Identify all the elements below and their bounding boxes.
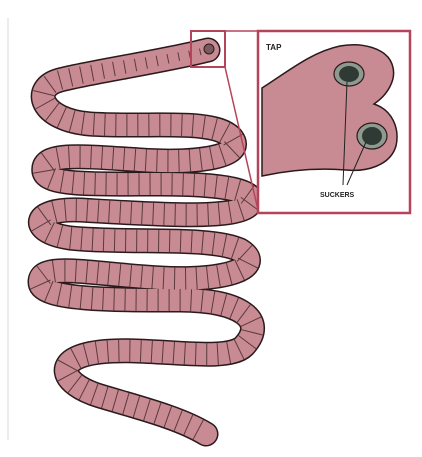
proglottid-divider (180, 230, 181, 252)
proglottid-divider (179, 150, 180, 172)
proglottid-divider (175, 204, 176, 226)
proglottid-divider (105, 114, 106, 136)
proglottid-divider (119, 340, 120, 362)
suckers-label: SUCKERS (320, 192, 355, 199)
body-fill (40, 50, 253, 434)
inset-title-label: TAP (266, 43, 282, 52)
head-inset: TAP SUCKERS (258, 31, 410, 213)
proglottid-divider (183, 173, 184, 195)
proglottid-divider (164, 203, 165, 225)
proglottid-divider (103, 229, 104, 251)
sucker-bottom (362, 127, 382, 145)
proglottid-divider (114, 288, 115, 310)
proglottid-divider (169, 230, 170, 252)
proglottid-divider (157, 150, 158, 172)
proglottid-divider (195, 343, 196, 365)
proglottid-divider (95, 173, 96, 195)
proglottid-divider (182, 114, 183, 136)
sucker-top (339, 66, 359, 82)
scolex-head (204, 44, 214, 54)
proglottid-divider (114, 229, 115, 251)
tapeworm-body (40, 50, 253, 434)
